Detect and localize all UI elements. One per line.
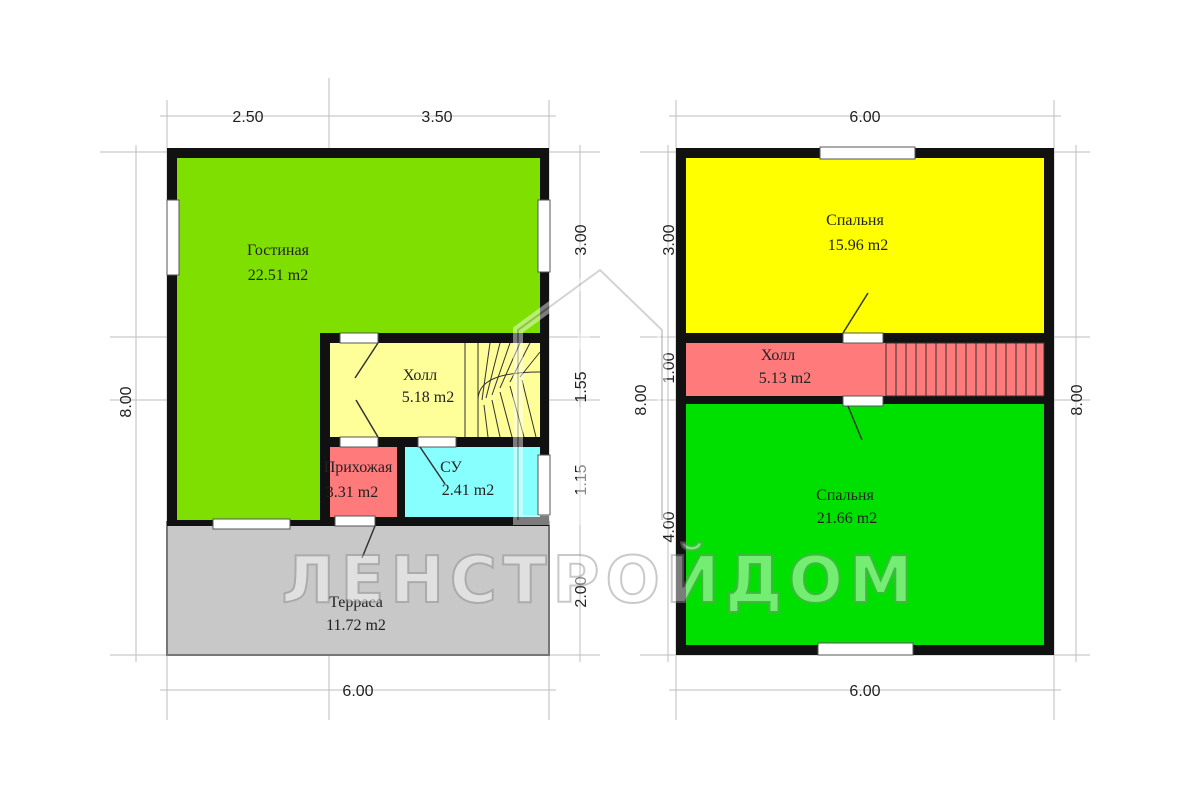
dim-f1-right-top: 3.00: [573, 224, 590, 255]
door-swings-2: [842, 292, 869, 441]
dim-f1-bottom: 6.00: [342, 683, 373, 700]
windows-2: [817, 146, 916, 656]
room-terrace-area: 11.72 m2: [326, 617, 386, 634]
stairs-2: [885, 342, 1045, 397]
room-hall-1-area: 5.18 m2: [402, 389, 454, 406]
room-bedroom-top-name: Спальня: [826, 212, 884, 229]
room-bedroom-top-area: 15.96 m2: [828, 237, 888, 254]
stairs-1: [464, 342, 541, 438]
dim-f1-left: 8.00: [118, 386, 135, 417]
house-logo-icon: [513, 263, 667, 525]
dim-f2-left-bottom: 4.00: [661, 511, 678, 542]
floor-1: [166, 148, 551, 656]
room-bath-name: СУ: [440, 459, 462, 476]
dim-f1-top-left: 2.50: [232, 109, 263, 126]
room-hall-1-name: Холл: [403, 367, 437, 384]
room-hall-2-name: Холл: [761, 347, 795, 364]
room-hall-2-area: 5.13 m2: [759, 370, 811, 387]
room-entry: [330, 447, 397, 517]
watermark-text: ЛЕНСТРОЙДОМ: [281, 542, 918, 618]
room-living: [177, 158, 540, 520]
room-bedroom-bottom-name: Спальня: [816, 487, 874, 504]
dim-f1-right-bottom: 2.00: [573, 576, 590, 607]
floor-2: [676, 146, 1054, 656]
dim-f1-top-right: 3.50: [421, 109, 452, 126]
room-bath-area: 2.41 m2: [442, 482, 494, 499]
room-bedroom-bottom-area: 21.66 m2: [817, 510, 877, 527]
room-bedroom-top: [686, 158, 1044, 333]
room-entry-name: Прихожая: [324, 459, 393, 476]
doors-1: [334, 332, 457, 527]
dim-f2-left-mid: 1.00: [661, 352, 678, 383]
room-living-name: Гостиная: [247, 242, 310, 259]
dim-f2-bottom: 6.00: [849, 683, 880, 700]
door-swings-1: [354, 342, 446, 559]
dim-f2-center: 8.00: [633, 384, 650, 415]
dim-f1-right-low: 1.15: [573, 464, 590, 495]
room-terrace: [166, 521, 550, 656]
dim-f1-right-mid: 1.55: [573, 371, 590, 402]
watermark-logo: ЛЕНСТРОЙДОМ: [280, 263, 918, 619]
windows-1: [166, 199, 551, 530]
dim-f2-left-top: 3.00: [661, 224, 678, 255]
room-terrace-name: Терраса: [329, 594, 383, 611]
dim-f2-top: 6.00: [849, 109, 880, 126]
dim-f2-right: 8.00: [1069, 384, 1086, 415]
room-living-area: 22.51 m2: [248, 267, 308, 284]
room-entry-area: 3.31 m2: [326, 484, 378, 501]
room-bedroom-bottom: [686, 404, 1044, 645]
room-hall-2: [686, 343, 1044, 396]
doors-2: [842, 332, 884, 407]
